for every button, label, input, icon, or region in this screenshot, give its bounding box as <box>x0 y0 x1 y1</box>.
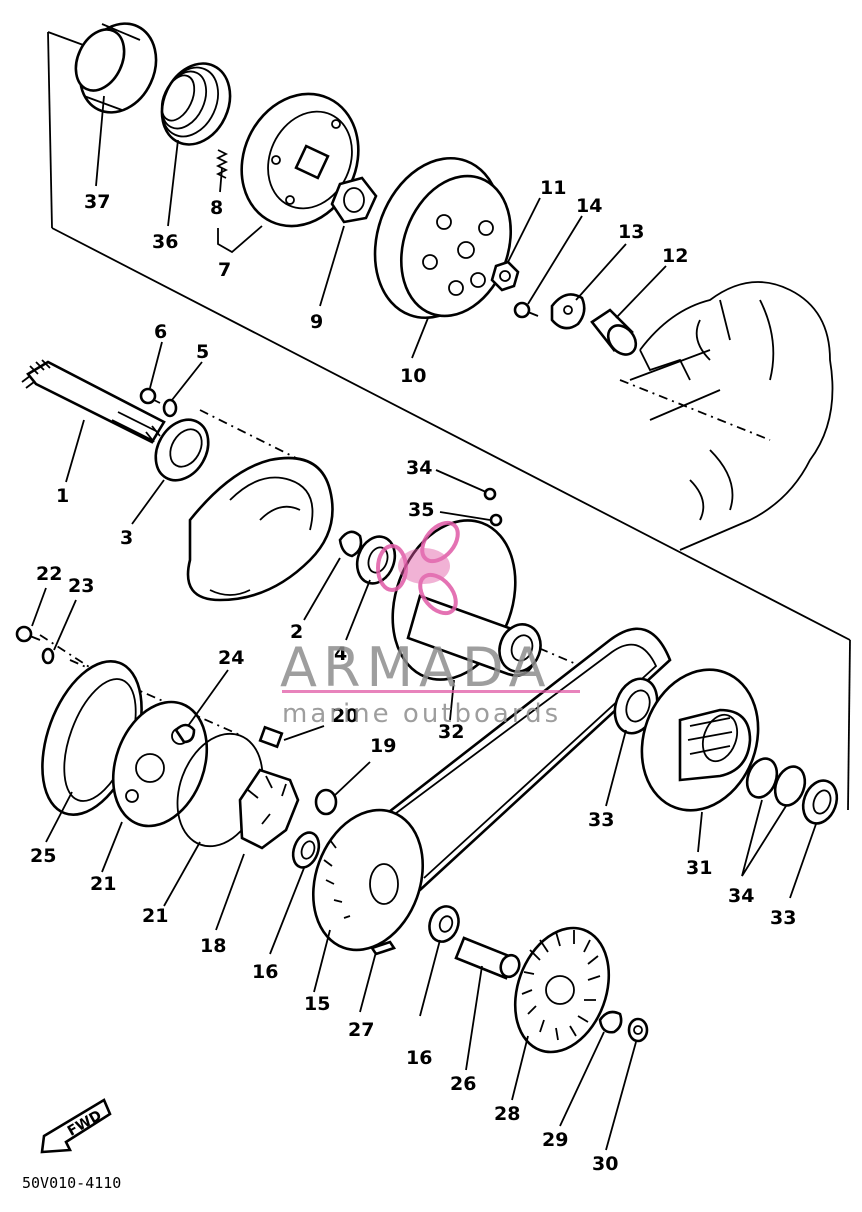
callout-13: 13 <box>618 221 644 243</box>
part-37-spring <box>160 62 232 146</box>
part-26-collar <box>454 936 521 980</box>
part-35-screw <box>483 487 497 501</box>
callout-4: 4 <box>334 643 347 665</box>
part-23-washer <box>41 647 55 665</box>
part-2-circlip <box>338 530 363 558</box>
callout-16-lower: 16 <box>406 1047 432 1069</box>
part-22-bolt <box>15 625 41 643</box>
callout-33-upper: 33 <box>588 809 614 831</box>
watermark-tagline: marine outboards <box>282 699 561 729</box>
callout-17: 19 <box>370 735 396 757</box>
part-34-o-rings <box>745 757 807 807</box>
callout-26: 26 <box>450 1073 476 1095</box>
callout-35: 34 <box>406 457 432 479</box>
callout-27: 27 <box>348 1019 374 1041</box>
callout-15: 15 <box>304 993 330 1015</box>
callout-1: 1 <box>56 485 69 507</box>
callout-22: 22 <box>36 563 62 585</box>
callout-36: 35 <box>408 499 434 521</box>
part-36-washer <box>489 513 503 527</box>
part-6-bolt <box>139 387 161 405</box>
callout-11: 11 <box>540 177 566 199</box>
callout-3: 3 <box>120 527 133 549</box>
callout-31: 32 <box>438 721 464 743</box>
leader-lines <box>31 95 817 1151</box>
callout-37: 36 <box>152 231 178 253</box>
watermark-brand: ARMADA <box>280 636 552 699</box>
part-12-collar <box>590 308 638 356</box>
callout-24: 24 <box>218 647 244 669</box>
callout-5: 5 <box>196 341 209 363</box>
callout-16-upper: 16 <box>252 961 278 983</box>
callout-numbers: 37 36 8 7 9 10 11 14 13 12 6 5 1 3 34 35… <box>30 177 796 1175</box>
callout-2: 2 <box>290 621 303 643</box>
callout-7: 7 <box>218 259 231 281</box>
callout-34: 34 <box>728 885 754 907</box>
callout-10: 10 <box>400 365 426 387</box>
part-38-clutch-housing-sleeve <box>74 22 158 114</box>
crankcase-outline <box>629 281 834 551</box>
callout-21: 21 <box>90 873 116 895</box>
callout-23: 23 <box>68 575 94 597</box>
callout-32: 31 <box>686 857 712 879</box>
callout-9: 9 <box>310 311 323 333</box>
part-11-nut <box>490 260 520 292</box>
callout-8: 8 <box>210 197 223 219</box>
part-15-secondary-sliding-sheave <box>311 808 425 952</box>
callout-14: 14 <box>576 195 602 217</box>
callout-33-lower: 33 <box>770 907 796 929</box>
callout-30: 30 <box>592 1153 618 1175</box>
part-10-clutch-outer <box>373 156 513 320</box>
fwd-arrow: FWD <box>40 1098 112 1154</box>
callout-19: 20 <box>332 705 358 727</box>
part-16-bearing-lower <box>428 905 460 943</box>
part-27-pin <box>369 940 397 956</box>
callout-20: 21 <box>142 905 168 927</box>
callout-12: 12 <box>662 245 688 267</box>
part-18-weight-holder <box>238 768 300 850</box>
part-1-primary-sheave-shaft <box>21 359 166 444</box>
part-7-clutch-carrier <box>240 92 360 228</box>
part-5-washer <box>162 398 178 418</box>
callout-29: 29 <box>542 1129 568 1151</box>
part-32-secondary-fixed-sheave <box>640 668 760 812</box>
part-17-weight <box>314 788 338 816</box>
part-24-slider <box>174 723 196 744</box>
part-16-bearing-upper <box>291 831 321 869</box>
callout-6: 6 <box>154 321 167 343</box>
part-19-slider-piece <box>258 725 284 749</box>
part-13-plate <box>550 293 586 330</box>
part-8-small-spring <box>215 149 229 179</box>
part-3-bearing <box>154 418 210 482</box>
part-28-fan <box>513 926 611 1054</box>
armada-watermark: ARMADA marine outboards <box>280 520 580 729</box>
part-29-washer <box>598 1010 623 1034</box>
callout-38: 37 <box>84 191 110 213</box>
part-14-bolt <box>513 301 539 319</box>
transmission-cover <box>186 456 334 602</box>
part-9-nut <box>330 176 378 224</box>
callout-25: 25 <box>30 845 56 867</box>
armada-logo-mark <box>376 520 460 616</box>
part-33-oil-seal-lower <box>801 779 839 825</box>
callout-28: 28 <box>494 1103 520 1125</box>
diagram-code: 50V010-4110 <box>22 1174 121 1192</box>
part-30-nut <box>627 1017 649 1043</box>
callout-18: 18 <box>200 935 226 957</box>
